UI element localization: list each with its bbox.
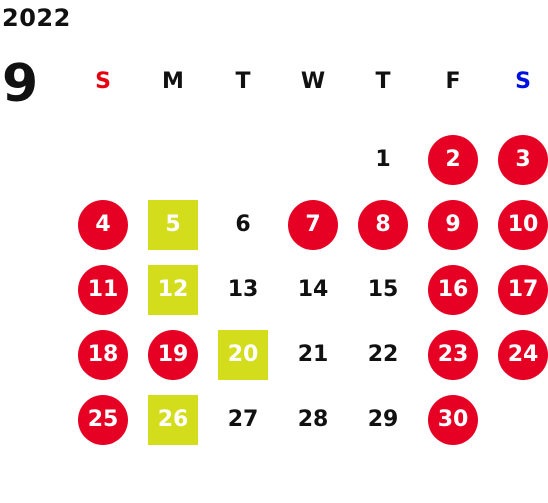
holiday-day-number: 7 xyxy=(288,199,338,250)
day-cell: 3 xyxy=(488,127,548,192)
holiday-day-number: 4 xyxy=(78,199,128,250)
day-cell: 26 xyxy=(138,387,208,452)
holiday-day-number: 25 xyxy=(78,394,128,445)
day-number: 29 xyxy=(367,407,399,432)
empty-day-cell xyxy=(208,127,278,192)
holiday-day-number: 8 xyxy=(358,199,408,250)
day-number: 15 xyxy=(367,277,399,302)
day-number: 6 xyxy=(235,212,251,237)
day-number: 22 xyxy=(367,342,399,367)
day-cell: 11 xyxy=(68,257,138,322)
day-cell: 9 xyxy=(418,192,488,257)
day-number: 13 xyxy=(227,277,259,302)
highlighted-day-number: 12 xyxy=(148,264,198,315)
holiday-day-number: 17 xyxy=(498,264,548,315)
holiday-day-number: 16 xyxy=(428,264,478,315)
holiday-day-number: 23 xyxy=(428,329,478,380)
weekday-header: S xyxy=(515,68,531,94)
day-cell: 2 xyxy=(418,127,488,192)
day-number: 28 xyxy=(297,407,329,432)
weekday-header: S xyxy=(95,68,111,94)
day-cell: 19 xyxy=(138,322,208,387)
day-cell: 17 xyxy=(488,257,548,322)
holiday-day-number: 24 xyxy=(498,329,548,380)
holiday-day-number: 11 xyxy=(78,264,128,315)
day-cell: 14 xyxy=(278,257,348,322)
empty-day-cell xyxy=(138,127,208,192)
holiday-day-number: 9 xyxy=(428,199,478,250)
day-cell: 13 xyxy=(208,257,278,322)
calendar-month: 9 xyxy=(2,54,39,114)
calendar-year: 2022 xyxy=(2,4,71,32)
day-cell: 10 xyxy=(488,192,548,257)
day-cell: 21 xyxy=(278,322,348,387)
empty-day-cell xyxy=(278,127,348,192)
weekday-header: T xyxy=(375,68,391,94)
weekday-header: M xyxy=(162,68,184,94)
day-cell: 5 xyxy=(138,192,208,257)
weekday-header: W xyxy=(300,68,326,94)
day-number: 14 xyxy=(297,277,329,302)
day-cell: 1 xyxy=(348,127,418,192)
day-cell: 16 xyxy=(418,257,488,322)
holiday-day-number: 18 xyxy=(78,329,128,380)
empty-day-cell xyxy=(68,127,138,192)
day-cell: 15 xyxy=(348,257,418,322)
holiday-day-number: 10 xyxy=(498,199,548,250)
day-cell: 20 xyxy=(208,322,278,387)
weekday-header: F xyxy=(445,68,461,94)
highlighted-day-number: 26 xyxy=(148,394,198,445)
day-cell: 6 xyxy=(208,192,278,257)
day-cell: 28 xyxy=(278,387,348,452)
highlighted-day-number: 5 xyxy=(148,199,198,250)
day-number: 1 xyxy=(375,147,391,172)
highlighted-day-number: 20 xyxy=(218,329,268,380)
day-number: 27 xyxy=(227,407,259,432)
day-cell: 25 xyxy=(68,387,138,452)
holiday-day-number: 2 xyxy=(428,134,478,185)
day-cell: 27 xyxy=(208,387,278,452)
holiday-day-number: 19 xyxy=(148,329,198,380)
day-cell: 22 xyxy=(348,322,418,387)
day-cell: 8 xyxy=(348,192,418,257)
day-cell: 24 xyxy=(488,322,548,387)
day-cell: 23 xyxy=(418,322,488,387)
day-cell: 18 xyxy=(68,322,138,387)
weekday-header: T xyxy=(235,68,251,94)
day-cell: 7 xyxy=(278,192,348,257)
day-cell: 4 xyxy=(68,192,138,257)
holiday-day-number: 30 xyxy=(428,394,478,445)
day-cell: 12 xyxy=(138,257,208,322)
holiday-day-number: 3 xyxy=(498,134,548,185)
day-cell: 30 xyxy=(418,387,488,452)
day-cell: 29 xyxy=(348,387,418,452)
day-number: 21 xyxy=(297,342,329,367)
